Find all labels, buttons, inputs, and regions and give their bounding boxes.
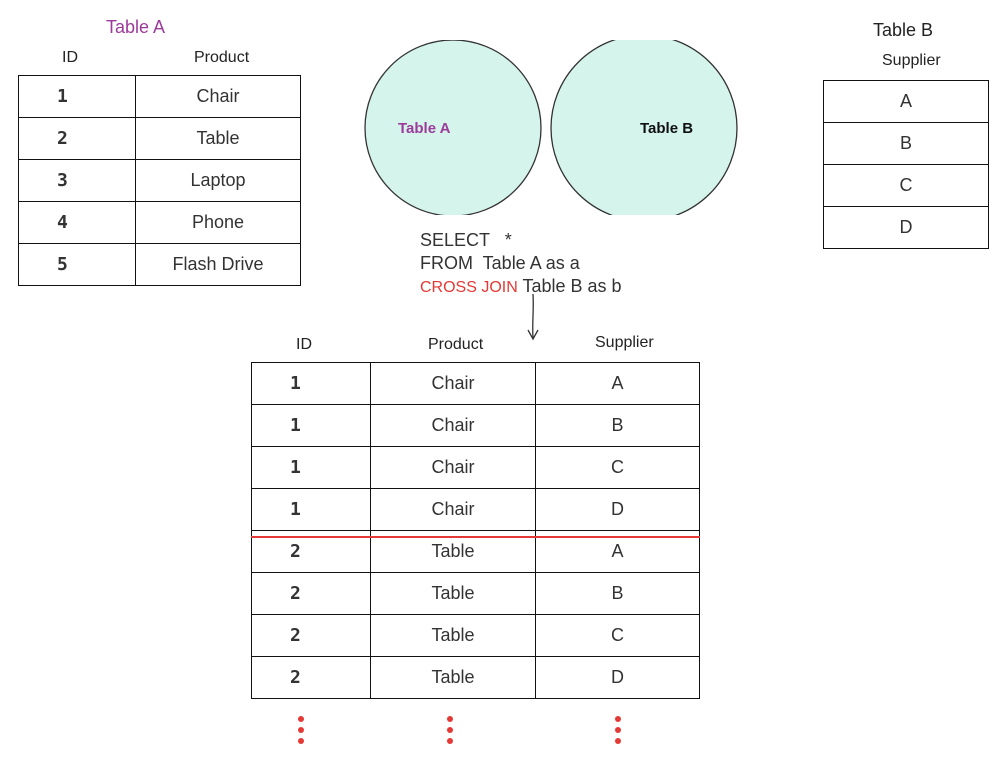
id-cell: 1 (251, 362, 371, 405)
product-cell: Table (135, 117, 301, 160)
sql-cross-join-keyword: CROSS JOIN (420, 279, 518, 296)
supplier-cell: C (535, 614, 700, 657)
venn-circle-b (550, 40, 738, 215)
table-a-header-id: ID (62, 49, 78, 66)
supplier-cell: B (823, 122, 989, 165)
product-cell: Laptop (135, 159, 301, 202)
table-row: B (823, 122, 989, 165)
table-row: D (823, 206, 989, 249)
product-cell: Table (370, 572, 536, 615)
continuation-dots-supplier (615, 716, 621, 749)
id-cell: 1 (251, 404, 371, 447)
supplier-cell: D (535, 488, 700, 531)
supplier-cell: C (823, 164, 989, 207)
sql-line-join: CROSS JOIN Table B as b (420, 275, 622, 299)
venn-label-a: Table A (398, 120, 451, 137)
id-cell: 1 (18, 75, 136, 118)
table-a-caption: Table A (106, 17, 166, 37)
supplier-cell: A (823, 80, 989, 123)
table-b-header-supplier: Supplier (882, 52, 941, 69)
table-a-header-product: Product (194, 49, 250, 66)
id-cell: 3 (18, 159, 136, 202)
sql-line-from: FROM Table A as a (420, 253, 580, 273)
product-cell: Chair (370, 404, 536, 447)
venn-label-b: Table B (640, 120, 694, 137)
product-cell: Chair (370, 362, 536, 405)
supplier-cell: C (535, 446, 700, 489)
venn-diagram (364, 40, 738, 215)
product-cell: Chair (135, 75, 301, 118)
id-cell: 2 (251, 656, 371, 699)
product-cell: Phone (135, 201, 301, 244)
supplier-cell: B (535, 572, 700, 615)
result-header-id: ID (296, 336, 312, 353)
result-header-product: Product (428, 336, 484, 353)
product-cell: Chair (370, 446, 536, 489)
result-header-supplier: Supplier (595, 334, 654, 351)
product-cell: Chair (370, 488, 536, 531)
result-separator (251, 536, 700, 538)
id-cell: 1 (251, 488, 371, 531)
venn-circle-a (364, 40, 542, 215)
table-row: C (823, 164, 989, 207)
product-cell: Flash Drive (135, 243, 301, 286)
product-cell: Table (370, 656, 536, 699)
id-cell: 1 (251, 446, 371, 489)
sql-query: SELECT * FROM Table A as a CROSS JOIN Ta… (420, 229, 622, 299)
id-cell: 5 (18, 243, 136, 286)
id-cell: 2 (251, 572, 371, 615)
continuation-dots-id (298, 716, 304, 749)
supplier-cell: D (823, 206, 989, 249)
product-cell: Table (370, 614, 536, 657)
sql-join-table: Table B as b (517, 276, 622, 296)
table-b-caption: Table B (873, 20, 934, 40)
supplier-cell: B (535, 404, 700, 447)
id-cell: 4 (18, 201, 136, 244)
sql-line-select: SELECT * (420, 230, 512, 250)
id-cell: 2 (18, 117, 136, 160)
supplier-cell: D (535, 656, 700, 699)
table-row: A (823, 80, 989, 123)
supplier-cell: A (535, 362, 700, 405)
id-cell: 2 (251, 614, 371, 657)
arrow-down (527, 293, 539, 341)
continuation-dots-product (447, 716, 453, 749)
